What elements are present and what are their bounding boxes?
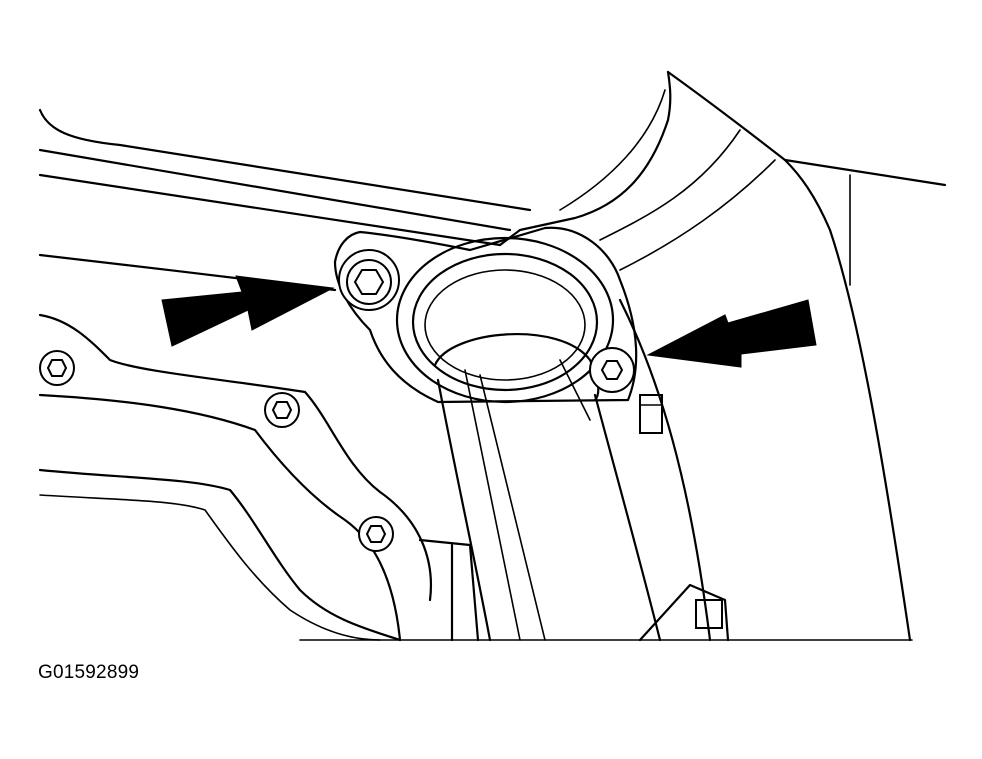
figure-code: G01592899 — [38, 662, 140, 683]
exhaust-flange — [333, 226, 638, 404]
bolt-icon — [264, 392, 300, 428]
pan-bolts — [39, 350, 394, 552]
bracket-bolt — [639, 394, 663, 434]
arrow-right-icon — [646, 299, 817, 368]
flange-bolt-left — [338, 249, 400, 311]
arrow-left-icon — [161, 275, 335, 347]
exhaust-pipe — [433, 333, 662, 642]
bolt-icon — [358, 516, 394, 552]
bolt-icon — [39, 350, 75, 386]
lower-bracket — [418, 298, 730, 642]
upper-body-panel — [38, 70, 947, 642]
flange-bolt-right — [589, 347, 635, 393]
